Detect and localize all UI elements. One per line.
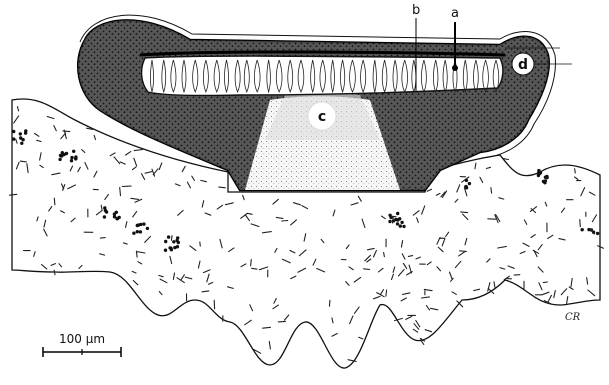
artist-signature: CR xyxy=(565,312,581,323)
label-b: b xyxy=(412,3,420,18)
label-d: d xyxy=(518,57,528,73)
scale-bar-label: 100 µm xyxy=(59,332,105,346)
striated-layer xyxy=(140,52,505,96)
label-c: c xyxy=(318,109,326,125)
structure-c: c xyxy=(308,102,336,130)
scale-bar: 100 µm xyxy=(43,332,121,357)
label-a: a xyxy=(451,6,459,21)
